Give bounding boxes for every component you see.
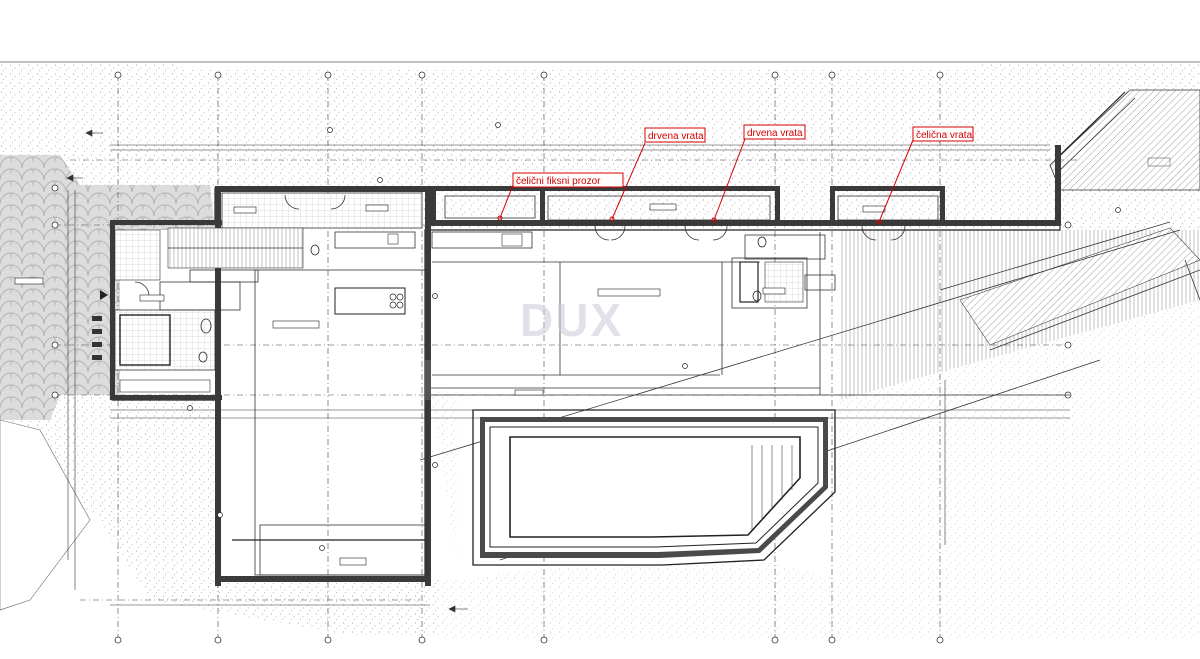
callout-drvena-vrata-2: drvena vrata	[711, 124, 806, 223]
watermark-logo: DUX	[520, 294, 623, 346]
callout-label: drvena vrata	[648, 131, 704, 142]
annotation-callouts: drvena vrata drvena vrata čelična vrata …	[497, 124, 974, 225]
callout-label: čelični fiksni prozor	[516, 176, 601, 187]
callout-label: čelična vrata	[916, 130, 973, 141]
interior-rooms	[92, 192, 1070, 576]
level-markers	[187, 122, 1121, 551]
callout-drvena-vrata-1: drvena vrata	[609, 127, 706, 222]
callout-label: drvena vrata	[747, 128, 803, 139]
callout-celicna-vrata: čelična vrata	[876, 126, 974, 225]
swimming-pool	[472, 409, 836, 566]
access-ramp	[939, 221, 1200, 351]
sloped-roof-area	[1049, 89, 1200, 191]
callout-celicni-fiksni-prozor: čelični fiksni prozor	[497, 172, 624, 221]
